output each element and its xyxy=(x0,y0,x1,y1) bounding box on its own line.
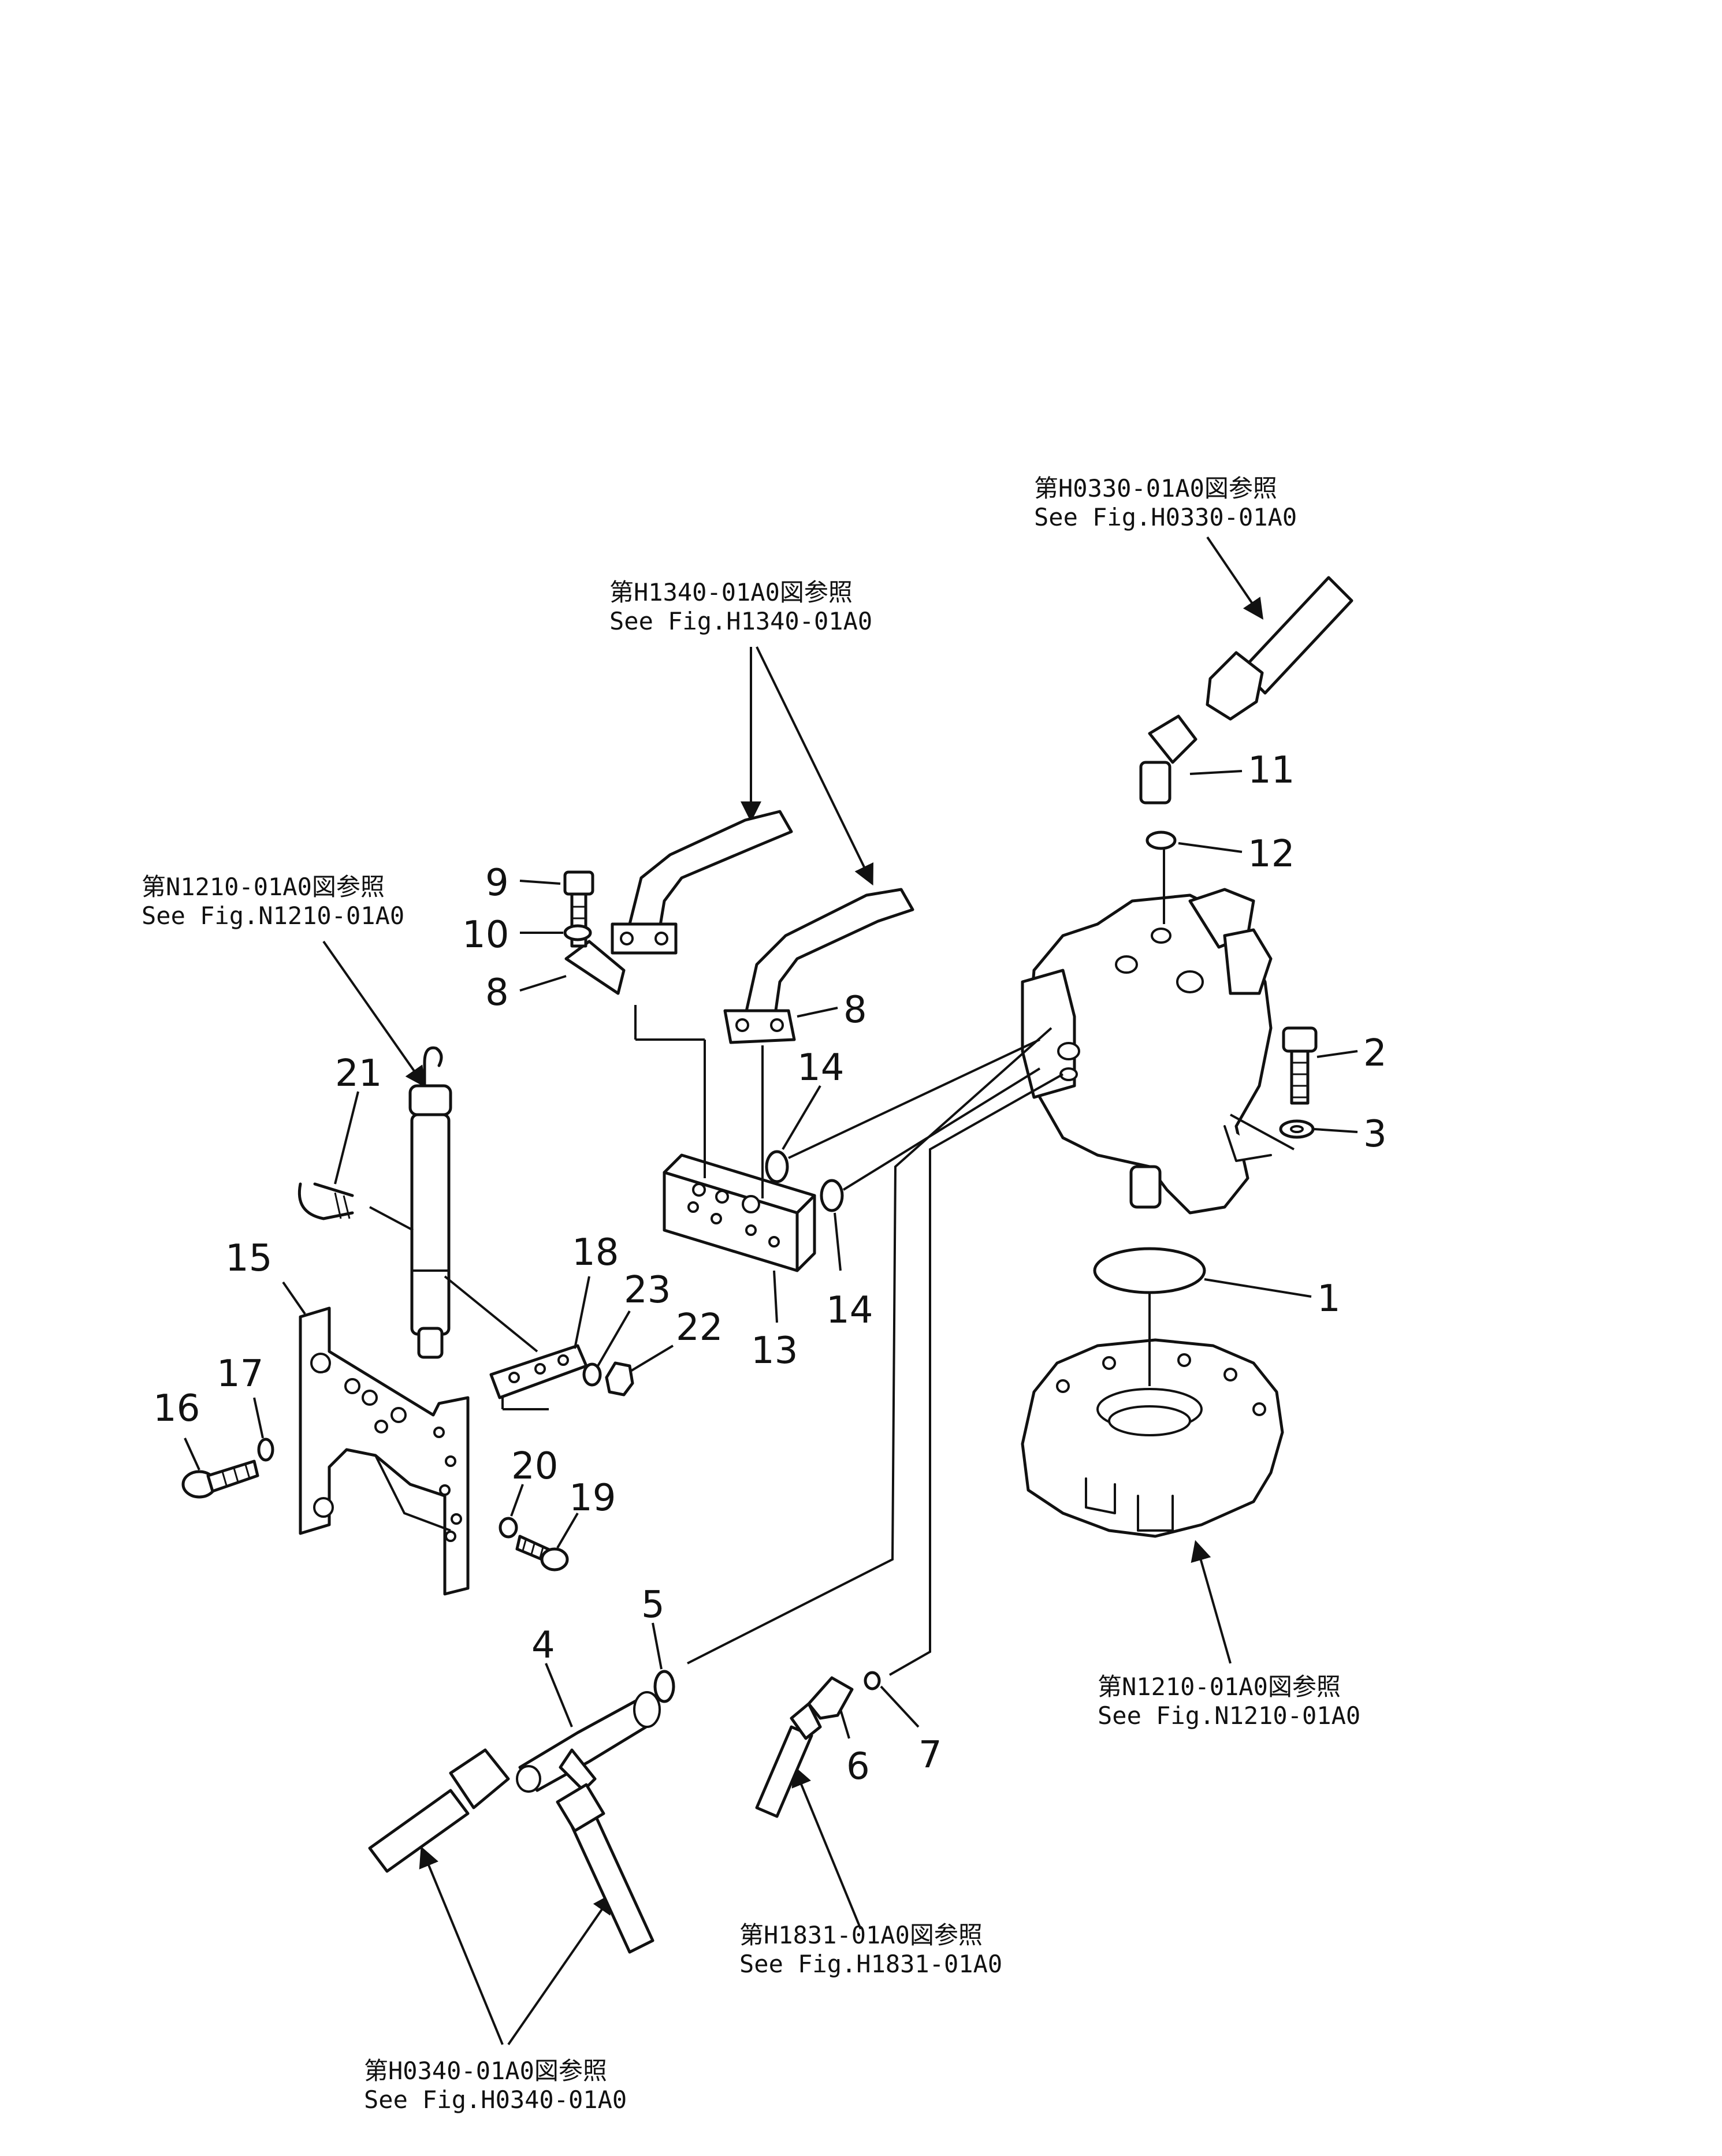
cylinder-damper xyxy=(408,1046,452,1359)
ref-n1210-left-ja: 第N1210-01A0図参照 xyxy=(142,873,385,901)
label-21: 21 xyxy=(335,1052,382,1095)
figure-references: 第H0330-01A0図参照 See Fig.H0330-01A0 第H1340… xyxy=(142,474,1360,2114)
connecting-lines xyxy=(687,1027,1063,1676)
ref-h0340-en: See Fig.H0340-01A0 xyxy=(364,2086,627,2114)
ref-h1831-ja: 第H1831-01A0図参照 xyxy=(739,1921,983,1949)
hose-h0340-a xyxy=(368,1748,510,1873)
part-number-labels: 1 2 3 4 5 6 7 8 8 9 10 11 12 13 14 14 15… xyxy=(153,749,1387,1788)
part-3-washer xyxy=(1279,1119,1358,1139)
label-23: 23 xyxy=(624,1269,671,1312)
label-8a: 8 xyxy=(485,971,509,1014)
part-14-o-ring-a xyxy=(765,1038,1040,1183)
part-4-tee-fitting xyxy=(516,1663,661,1793)
ref-h1340-ja: 第H1340-01A0図参照 xyxy=(609,578,853,606)
swing-machinery-housing xyxy=(1021,1294,1284,1538)
ref-n1210-right-ja: 第N1210-01A0図参照 xyxy=(1098,1673,1341,1701)
label-22: 22 xyxy=(676,1306,723,1349)
label-4: 4 xyxy=(531,1624,555,1667)
hose-h1831 xyxy=(755,1702,822,1818)
label-17: 17 xyxy=(217,1353,263,1395)
ref-h1340-en: See Fig.H1340-01A0 xyxy=(609,607,872,635)
label-5: 5 xyxy=(641,1584,665,1626)
part-10-washer xyxy=(520,924,592,941)
label-3: 3 xyxy=(1363,1113,1387,1156)
ref-h0340-ja: 第H0340-01A0図参照 xyxy=(364,2057,607,2085)
label-7: 7 xyxy=(918,1734,942,1777)
part-12-o-ring xyxy=(1145,831,1243,924)
reference-arrows xyxy=(322,536,1264,2046)
part-23-washer xyxy=(582,1310,631,1387)
label-14a: 14 xyxy=(797,1047,844,1089)
ref-n1210-left-en: See Fig.N1210-01A0 xyxy=(142,902,404,930)
hose-h0330 xyxy=(1206,576,1353,721)
label-18: 18 xyxy=(572,1231,619,1274)
label-1: 1 xyxy=(1317,1278,1341,1320)
part-2-bolt xyxy=(1282,1026,1358,1105)
label-10: 10 xyxy=(462,914,509,956)
part-13-manifold-block xyxy=(634,1005,816,1323)
label-14b: 14 xyxy=(826,1289,873,1332)
label-19: 19 xyxy=(569,1477,616,1520)
part-16-bolt xyxy=(181,1438,259,1499)
part-22-nut xyxy=(605,1345,674,1397)
ref-h0330-en: See Fig.H0330-01A0 xyxy=(1034,503,1297,531)
part-18-clamp-plate xyxy=(444,1275,590,1410)
part-5-o-ring xyxy=(652,1622,675,1703)
ref-h1831-en: See Fig.H1831-01A0 xyxy=(739,1950,1002,1978)
ref-h0330-ja: 第H0330-01A0図参照 xyxy=(1034,474,1277,502)
part-7-o-ring xyxy=(864,1671,920,1728)
hose-h0340-b xyxy=(556,1783,654,1954)
part-19-bolt xyxy=(515,1512,579,1572)
hose-h1340-lower xyxy=(723,888,914,1044)
label-9: 9 xyxy=(485,862,509,904)
label-20: 20 xyxy=(511,1445,558,1488)
label-15: 15 xyxy=(225,1237,272,1280)
ref-n1210-right-en: See Fig.N1210-01A0 xyxy=(1098,1701,1360,1730)
part-6-elbow xyxy=(807,1676,854,1739)
label-16: 16 xyxy=(153,1387,200,1430)
label-6: 6 xyxy=(846,1745,870,1788)
label-8b: 8 xyxy=(843,989,867,1032)
label-11: 11 xyxy=(1248,749,1295,792)
part-21-u-bolt xyxy=(297,1091,414,1231)
label-12: 12 xyxy=(1248,833,1295,876)
hose-h1340-upper xyxy=(611,810,793,955)
part-15-bracket xyxy=(282,1281,470,1596)
hydraulic-motor-body xyxy=(1021,888,1295,1215)
label-13: 13 xyxy=(751,1330,798,1372)
part-1-o-ring xyxy=(1093,1247,1312,1298)
part-14-o-ring-b xyxy=(820,1067,1041,1271)
label-2: 2 xyxy=(1363,1032,1387,1075)
part-17-washer xyxy=(253,1397,274,1462)
part-11-elbow-fitting xyxy=(1139,714,1243,805)
part-20-washer xyxy=(499,1484,524,1539)
